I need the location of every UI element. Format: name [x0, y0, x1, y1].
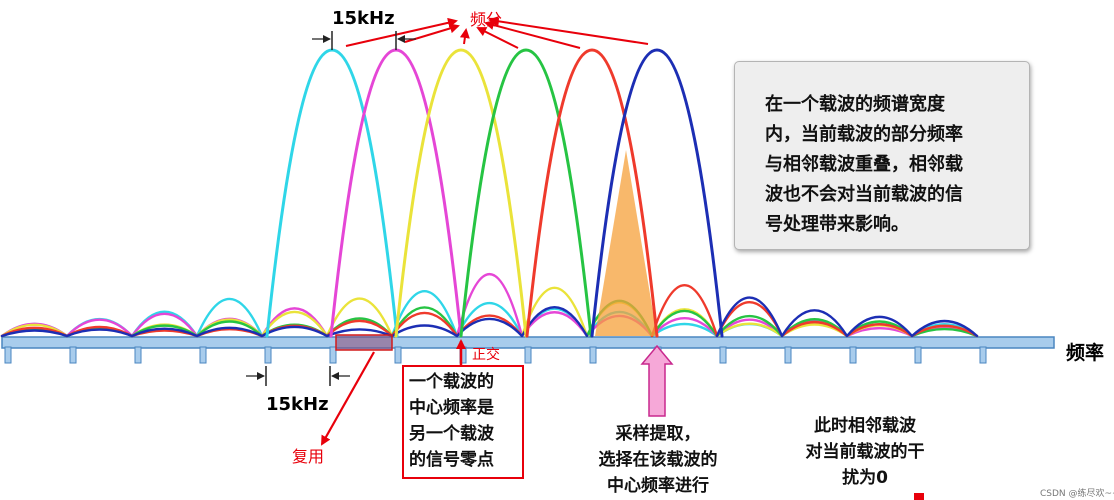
main-lobe	[329, 48, 463, 338]
note-line: 对当前载波的干	[805, 442, 925, 462]
note-line: 采样提取，	[615, 424, 701, 444]
note-line: 此时相邻载波	[814, 416, 916, 436]
info-text: 在一个载波的频谱宽度 内，当前载波的部分频率 与相邻载波重叠，相邻载 波也不会对…	[765, 90, 1013, 240]
side-lobe	[910, 324, 979, 338]
axis-tick	[134, 346, 142, 364]
side-lobe	[65, 318, 134, 338]
axis-tick	[784, 346, 792, 364]
side-lobe	[780, 309, 849, 338]
info-line: 内，当前载波的部分频率	[765, 124, 963, 145]
note-line: 另一个载波	[409, 424, 494, 444]
spacing-dimension-top	[312, 31, 416, 50]
freq-split-label: 频分	[470, 10, 503, 29]
red-mark	[914, 493, 924, 500]
center-frequency-note: 一个载波的 中心频率是 另一个载波 的信号零点	[402, 365, 524, 479]
side-lobe	[650, 316, 719, 338]
axis-tick	[329, 346, 337, 364]
side-lobe	[780, 321, 849, 338]
sampling-note: 采样提取， 选择在该载波的 中心频率进行	[572, 421, 744, 499]
split-arrow-1	[488, 16, 649, 45]
spacing-dimension-bottom	[246, 366, 350, 386]
info-box: 在一个载波的频谱宽度 内，当前载波的部分频率 与相邻载波重叠，相邻载 波也不会对…	[734, 61, 1030, 250]
axis-tick	[69, 346, 77, 364]
note-line: 扰为0	[842, 468, 888, 488]
main-lobe	[459, 48, 593, 338]
orthogonal-label: 正交	[472, 347, 500, 363]
axis-tick	[524, 346, 532, 364]
axis-tick	[589, 346, 597, 364]
split-arrow-6	[345, 17, 458, 47]
frequency-axis	[1, 336, 1055, 364]
side-lobe	[260, 325, 329, 338]
side-lobe	[195, 320, 264, 338]
side-lobe	[845, 323, 914, 338]
side-lobe	[65, 328, 134, 338]
main-lobe	[394, 48, 528, 338]
frequency-axis-label: 频率	[1066, 342, 1105, 364]
multiplex-label: 复用	[292, 447, 325, 466]
spacing-label-top: 15kHz	[332, 8, 395, 29]
note-line: 一个载波的	[409, 372, 494, 392]
main-lobes	[265, 48, 724, 338]
note-line: 中心频率是	[409, 398, 494, 418]
side-lobe	[455, 302, 524, 338]
axis-tick	[4, 346, 12, 364]
axis-tick	[979, 346, 987, 364]
axis-tick	[849, 346, 857, 364]
side-lobe	[390, 290, 459, 338]
side-lobe	[325, 297, 394, 338]
info-line: 波也不会对当前载波的信	[765, 184, 963, 205]
side-lobe	[0, 329, 69, 338]
side-lobe	[325, 328, 394, 338]
watermark: CSDN @练尽欢~~	[1040, 489, 1114, 499]
split-arrow-3	[476, 27, 519, 49]
side-lobe	[715, 296, 784, 338]
side-lobe	[390, 306, 459, 338]
overlap-region	[595, 150, 657, 336]
multiplex-arrow	[321, 351, 375, 446]
main-lobe	[525, 48, 659, 338]
axis-ticks	[4, 346, 987, 364]
split-arrow-2	[484, 20, 581, 49]
side-lobe	[390, 311, 459, 338]
side-lobe	[130, 327, 199, 338]
axis-bar	[1, 336, 1055, 349]
side-lobe	[195, 297, 264, 338]
axis-tick	[914, 346, 922, 364]
info-line: 与相邻载波重叠，相邻载	[765, 154, 963, 175]
side-lobes	[0, 272, 979, 338]
axis-tick	[719, 346, 727, 364]
side-lobe	[390, 324, 459, 338]
side-lobe	[195, 326, 264, 338]
note-line: 中心频率进行	[607, 476, 709, 496]
axis-tick	[199, 346, 207, 364]
side-lobe	[715, 314, 784, 338]
info-line: 在一个载波的频谱宽度	[765, 94, 945, 115]
axis-tick	[264, 346, 272, 364]
side-lobe	[130, 312, 199, 338]
side-lobe	[520, 311, 589, 338]
note-line: 的信号零点	[409, 450, 494, 470]
main-lobe	[265, 48, 399, 338]
side-lobe	[845, 315, 914, 338]
freq-split-arrows	[345, 16, 649, 49]
multiplex-highlight	[335, 334, 393, 351]
side-lobe	[715, 318, 784, 338]
side-lobe	[650, 309, 719, 338]
info-line: 号处理带来影响。	[765, 214, 909, 235]
spacing-label-bottom: 15kHz	[266, 394, 329, 415]
axis-tick	[394, 346, 402, 364]
side-lobe	[455, 317, 524, 338]
side-lobe	[650, 284, 719, 338]
main-lobe	[590, 48, 724, 338]
zero-interference-note: 此时相邻载波 对当前载波的干 扰为0	[770, 413, 960, 491]
note-line: 选择在该载波的	[598, 450, 718, 470]
side-lobe	[910, 320, 979, 338]
split-arrow-4	[459, 28, 470, 45]
sampling-arrow	[640, 344, 674, 417]
